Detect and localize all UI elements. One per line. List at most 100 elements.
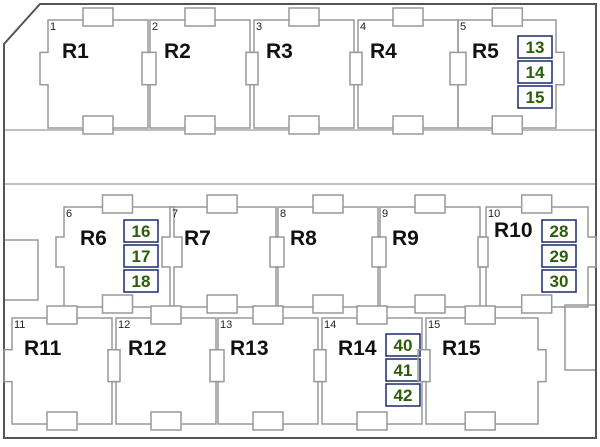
fuse-box xyxy=(385,383,421,407)
right-side-tab xyxy=(564,304,595,371)
relay-label: R10 xyxy=(494,219,533,242)
relay-top-tab xyxy=(414,194,446,214)
relay-top-tab xyxy=(312,194,344,214)
slot-number: 15 xyxy=(428,319,440,331)
relay-bottom-tab xyxy=(101,294,134,314)
relay-top-tab xyxy=(150,305,182,325)
relay-label: R6 xyxy=(80,227,107,250)
fuse-number: 42 xyxy=(394,386,413,405)
relay-label: R14 xyxy=(338,337,377,360)
relay-outline xyxy=(3,317,121,425)
relay-bottom-tab xyxy=(184,115,216,135)
relay-top-tab xyxy=(392,7,424,27)
slot-number: 5 xyxy=(460,21,466,33)
relay-label: R7 xyxy=(184,227,211,250)
relay-outline xyxy=(209,317,327,425)
slot-number: 1 xyxy=(50,21,56,33)
fuse-number: 18 xyxy=(132,272,151,291)
relay-bottom-tab xyxy=(206,294,238,314)
relay-bottom-tab xyxy=(356,411,388,431)
relay-label: R15 xyxy=(442,337,481,360)
relay-r2: 2R2 xyxy=(141,7,259,135)
relay-label: R13 xyxy=(230,337,269,360)
relay-r4: 4R4 xyxy=(349,7,467,135)
slot-number: 3 xyxy=(256,21,262,33)
slot-number: 7 xyxy=(172,208,178,220)
fuse-box xyxy=(385,358,421,382)
relay-outline xyxy=(141,19,259,129)
fuse-box xyxy=(541,269,577,293)
relay-outline xyxy=(417,317,547,425)
relay-top-tab xyxy=(46,305,78,325)
relay-top-tab xyxy=(206,194,238,214)
fuse-box xyxy=(517,35,553,59)
relay-r7: 7R7 xyxy=(161,194,285,314)
relay-top-tab xyxy=(491,7,524,27)
relay-outline xyxy=(161,206,285,308)
relay-outline xyxy=(39,19,157,129)
relay-outline xyxy=(449,19,565,129)
fuse-number: 29 xyxy=(550,247,569,266)
slot-number: 9 xyxy=(382,208,388,220)
fuse-number: 17 xyxy=(132,247,151,266)
slot-number: 8 xyxy=(280,208,286,220)
relay-bottom-tab xyxy=(150,411,182,431)
fuse-box xyxy=(123,219,159,243)
relay-bottom-tab xyxy=(414,294,446,314)
relay-bottom-tab xyxy=(392,115,424,135)
relay-label: R9 xyxy=(392,227,419,250)
relay-r1: 1R1 xyxy=(39,7,157,135)
relay-outline xyxy=(55,206,183,308)
fuse-box xyxy=(517,60,553,84)
fuse-box xyxy=(123,269,159,293)
fuse-number: 13 xyxy=(526,38,545,57)
housing-outline xyxy=(3,3,597,439)
relay-label: R5 xyxy=(472,40,499,63)
relay-outline xyxy=(371,206,489,308)
relay-outline xyxy=(245,19,363,129)
fuse-number: 14 xyxy=(526,63,545,82)
relay-top-tab xyxy=(520,194,553,214)
relay-bottom-tab xyxy=(82,115,114,135)
fuse-number: 30 xyxy=(550,272,569,291)
relay-r9: 9R9 xyxy=(371,194,489,314)
fuse-box xyxy=(123,244,159,268)
relay-r3: 3R3 xyxy=(245,7,363,135)
relay-outline xyxy=(349,19,467,129)
fuse-box xyxy=(541,219,577,243)
fuse-box xyxy=(385,333,421,357)
relay-outline xyxy=(269,206,387,308)
relay-label: R3 xyxy=(266,40,293,63)
relay-bottom-tab xyxy=(252,411,284,431)
relay-label: R12 xyxy=(128,337,167,360)
fuse-number: 40 xyxy=(394,336,413,355)
relay-bottom-tab xyxy=(46,411,78,431)
slot-number: 14 xyxy=(324,319,336,331)
slot-number: 11 xyxy=(14,319,25,331)
relay-top-tab xyxy=(82,7,114,27)
relay-label: R11 xyxy=(24,337,62,360)
relay-bottom-tab xyxy=(464,411,496,431)
slot-number: 10 xyxy=(488,208,500,220)
relay-bottom-tab xyxy=(288,115,320,135)
fuse-number: 28 xyxy=(550,222,569,241)
relay-outline xyxy=(477,206,597,308)
relay-top-tab xyxy=(101,194,134,214)
fuse-box xyxy=(541,244,577,268)
left-side-tab xyxy=(5,239,39,301)
slot-number: 2 xyxy=(152,21,158,33)
relay-bottom-tab xyxy=(312,294,344,314)
fuse-box xyxy=(517,85,553,109)
relay-bottom-tab xyxy=(491,115,524,135)
relay-label: R2 xyxy=(164,40,191,63)
slot-number: 13 xyxy=(220,319,232,331)
slot-number: 6 xyxy=(66,208,72,220)
